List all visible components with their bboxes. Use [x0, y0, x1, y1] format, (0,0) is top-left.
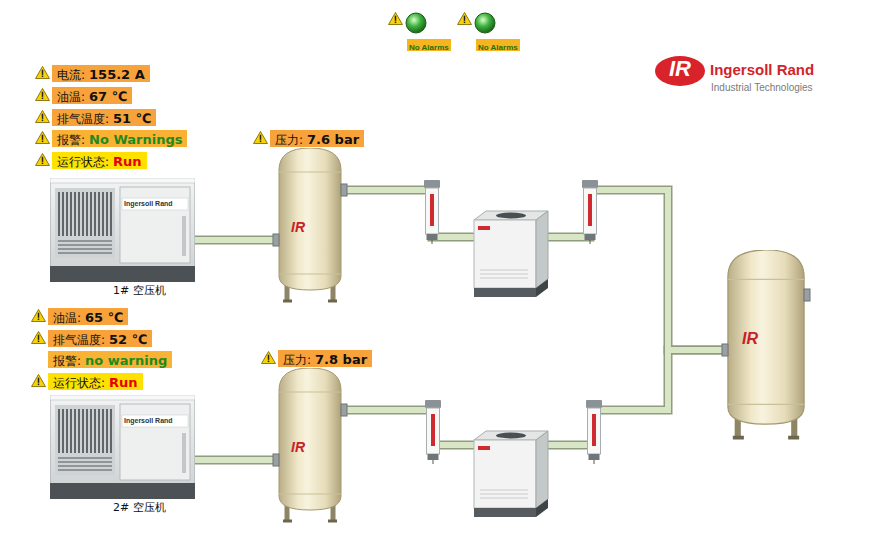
brand-text: Ingersoll Rand — [124, 200, 173, 208]
tag-value: 7.6 bar — [307, 132, 359, 147]
air-tank: IR — [728, 250, 804, 424]
brand-subtitle: Industrial Technologies — [711, 82, 813, 93]
alarm-tag: No Alarms — [476, 39, 520, 51]
status-tag: 运行状态: Run — [52, 152, 147, 169]
air-tank: IR — [279, 148, 341, 290]
tank-logo: IR — [291, 440, 305, 455]
air-pipe — [195, 237, 279, 243]
status-tag: 报警: no warning — [48, 351, 172, 368]
pipe-outline — [341, 190, 728, 350]
flange — [722, 344, 728, 356]
status-tag: 压力: 7.6 bar — [270, 130, 364, 147]
flange — [273, 234, 279, 246]
filter-picture — [425, 400, 441, 464]
dryer-picture — [474, 211, 548, 297]
status-tag: 运行状态: Run — [48, 373, 143, 390]
tag-label: 油温: — [53, 311, 81, 325]
tank-logo: IR — [742, 330, 758, 348]
tag-value: 51 ℃ — [113, 111, 151, 126]
filter-picture — [586, 400, 602, 464]
tag-label: 排气温度: — [53, 333, 105, 347]
status-tag: 电流: 155.2 A — [52, 65, 150, 82]
dryer-picture — [474, 431, 548, 517]
tag-label: 压力: — [275, 133, 303, 147]
logo-mark: IR — [669, 57, 691, 81]
tag-label: 运行状态: — [53, 376, 105, 390]
tank-picture — [279, 368, 341, 521]
tank-picture — [279, 148, 341, 301]
tank-logo: IR — [291, 220, 305, 235]
warning-icon — [32, 374, 46, 386]
alarm-text: No Alarms — [478, 43, 518, 52]
tag-label: 电流: — [57, 68, 85, 82]
compressor-picture — [50, 395, 195, 499]
filter-picture — [582, 180, 598, 244]
tag-label: 运行状态: — [57, 155, 109, 169]
warning-icon — [254, 131, 268, 143]
warning-icon — [389, 12, 403, 24]
tag-value: no warning — [85, 353, 167, 368]
alarm-beacon — [406, 13, 426, 33]
tank-picture — [728, 250, 804, 438]
air-compressor: Ingersoll Rand1# 空压机 — [50, 178, 195, 282]
flange — [273, 454, 279, 466]
tag-label: 压力: — [283, 353, 311, 367]
flange — [341, 404, 347, 416]
tag-value: 7.8 bar — [315, 352, 367, 367]
pipe-outline — [195, 236, 279, 245]
alarm-beacon — [475, 13, 495, 33]
tag-value: Run — [109, 375, 138, 390]
warning-icon — [36, 66, 50, 78]
tag-value: 52 ℃ — [109, 332, 147, 347]
alarm-text: No Alarms — [409, 43, 449, 52]
air-compressor: Ingersoll Rand2# 空压机 — [50, 395, 195, 499]
status-tag: 油温: 65 ℃ — [48, 308, 128, 325]
flange — [804, 289, 810, 301]
status-tag: 压力: 7.8 bar — [278, 350, 372, 367]
tag-value: No Warnings — [89, 132, 182, 147]
air-pipe — [195, 457, 279, 463]
pipe-outline — [195, 456, 279, 465]
warning-icon — [36, 131, 50, 143]
status-tag: 排气温度: 51 ℃ — [52, 109, 156, 126]
air-tank: IR — [279, 368, 341, 510]
tag-label: 报警: — [57, 133, 85, 147]
flange — [341, 184, 347, 196]
alarm-tag: No Alarms — [407, 39, 451, 51]
logo-oval — [655, 56, 705, 86]
compressor-picture — [50, 178, 195, 282]
tag-label: 排气温度: — [57, 112, 109, 126]
brand-text: Ingersoll Rand — [124, 417, 173, 425]
machine-label: 2# 空压机 — [113, 502, 166, 514]
warning-icon — [262, 351, 276, 363]
tag-label: 油温: — [57, 90, 85, 104]
warning-icon — [32, 331, 46, 343]
tag-value: 155.2 A — [89, 67, 145, 82]
pipes — [195, 190, 728, 460]
warning-icon — [36, 88, 50, 100]
machine-label: 1# 空压机 — [113, 285, 166, 297]
tag-value: 67 ℃ — [89, 89, 127, 104]
tag-value: Run — [113, 154, 142, 169]
warning-icon — [36, 153, 50, 165]
status-tag: 报警: No Warnings — [52, 130, 187, 147]
tag-label: 报警: — [53, 354, 81, 368]
warning-icon — [32, 309, 46, 321]
status-tag: 油温: 67 ℃ — [52, 87, 132, 104]
tag-value: 65 ℃ — [85, 310, 123, 325]
brand-name: Ingersoll Rand — [710, 62, 814, 79]
warning-icon — [36, 110, 50, 122]
filter-picture — [424, 180, 440, 244]
status-tag: 排气温度: 52 ℃ — [48, 330, 152, 347]
air-pipe — [341, 190, 728, 350]
warning-icon — [458, 12, 472, 24]
